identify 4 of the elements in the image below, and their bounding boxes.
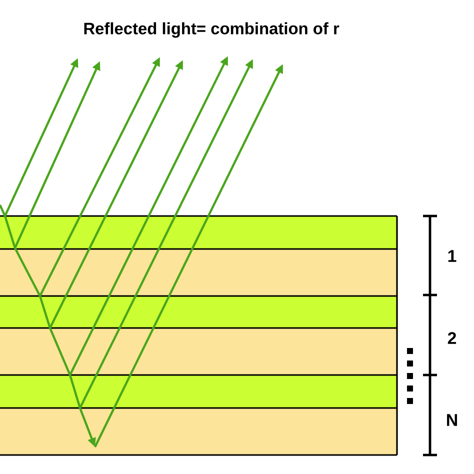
layer-label: N (447, 414, 457, 426)
layer-label: 1 (448, 250, 456, 262)
title: Reflected light= combination of r (84, 22, 340, 38)
layer-label: 2 (448, 332, 456, 344)
